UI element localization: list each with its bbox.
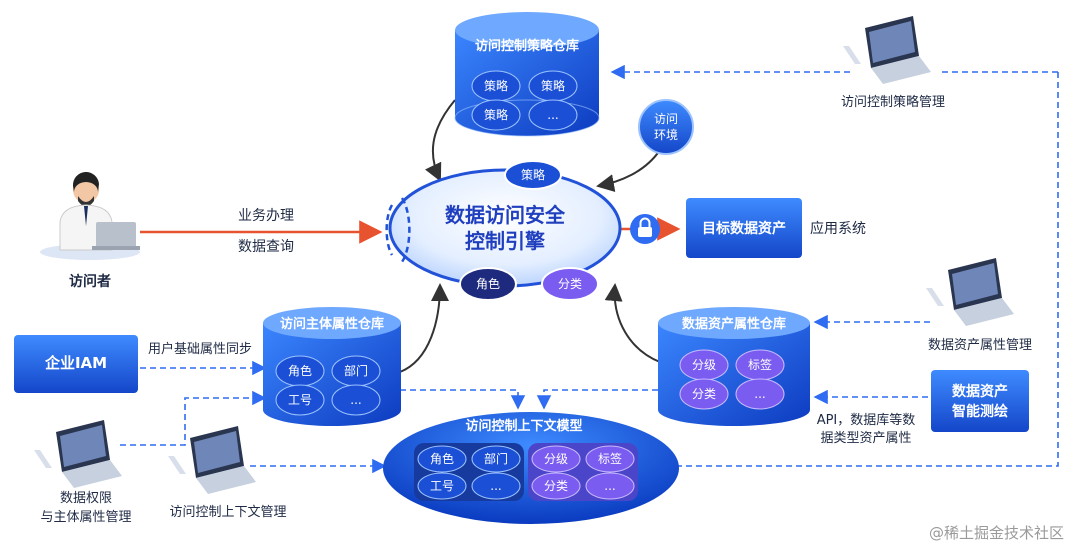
asset-item: 标签 <box>748 357 772 372</box>
arrow-asset-engine <box>604 283 661 363</box>
svg-text:分类: 分类 <box>558 277 582 291</box>
survey-box: 数据资产 智能测绘 <box>931 370 1029 432</box>
subject-repository: 访问主体属性仓库 角色 部门 工号 ... <box>263 307 401 426</box>
svg-text:访问: 访问 <box>654 112 678 126</box>
asset-repository: 数据资产属性仓库 分级 标签 分类 ... <box>658 307 810 426</box>
context-left-item: 角色 <box>430 452 454 466</box>
policy-repository: 访问控制策略仓库 策略 策略 策略 ... <box>454 12 600 137</box>
engine-tag-role: 角色 <box>459 267 517 301</box>
context-right-item: ... <box>604 479 615 493</box>
svg-text:企业IAM: 企业IAM <box>44 354 107 372</box>
target-app-label: 应用系统 <box>810 220 866 237</box>
link-perm <box>120 390 267 446</box>
iam-box: 企业IAM <box>14 335 138 393</box>
access-env: 访问 环境 <box>638 99 694 155</box>
context-left-item: 部门 <box>484 451 508 466</box>
security-engine: 数据访问安全 控制引擎 <box>385 168 660 288</box>
arrow-env-engine <box>596 149 661 192</box>
context-right-item: 标签 <box>598 451 622 466</box>
target-asset-box: 目标数据资产 <box>686 198 802 258</box>
svg-text:智能测绘: 智能测绘 <box>951 403 1008 420</box>
asset-item: ... <box>754 387 765 401</box>
link-subject-model <box>400 389 526 410</box>
engine-title-line1: 数据访问安全 <box>445 203 566 227</box>
laptop-icon <box>34 420 122 488</box>
arrow-subject-engine <box>399 283 449 373</box>
arrow-policy-engine <box>424 99 456 182</box>
iam-sync-label: 用户基础属性同步 <box>148 341 252 357</box>
survey-note-2: 据类型资产属性 <box>820 431 911 446</box>
visitor-label: 访问者 <box>69 273 111 290</box>
context-model-title: 访问控制上下文模型 <box>465 418 582 434</box>
policy-item: 策略 <box>484 107 508 122</box>
engine-tag-classify: 分类 <box>541 267 599 301</box>
context-right-item: 分类 <box>544 479 568 493</box>
subject-repository-title: 访问主体属性仓库 <box>280 316 384 332</box>
svg-text:策略: 策略 <box>521 167 545 182</box>
svg-text:数据资产: 数据资产 <box>952 383 1008 400</box>
policy-repository-title: 访问控制策略仓库 <box>475 38 579 54</box>
engine-title-line2: 控制引擎 <box>465 229 545 253</box>
svg-text:目标数据资产: 目标数据资产 <box>702 220 786 237</box>
context-left-item: ... <box>490 479 501 493</box>
console-context-mgmt-label: 访问控制上下文管理 <box>169 505 286 520</box>
survey-note-1: API，数据库等数 <box>817 412 916 428</box>
visitor-icon <box>40 171 140 260</box>
context-right-item: 分级 <box>544 452 568 466</box>
watermark: @稀土掘金技术社区 <box>928 524 1064 542</box>
lock-icon <box>630 214 660 244</box>
subject-item: 部门 <box>344 363 368 378</box>
console-perm-label-1: 数据权限 <box>60 490 112 506</box>
policy-item: 策略 <box>541 78 565 93</box>
laptop-icon <box>843 16 931 84</box>
context-model: 访问控制上下文模型 角色 部门 工号 ... 分级 标签 分类 ... <box>383 412 679 524</box>
console-perm-label-2: 与主体属性管理 <box>40 510 131 525</box>
context-left-item: 工号 <box>430 479 454 493</box>
engine-tag-policy: 策略 <box>504 160 562 190</box>
console-asset-mgmt-label: 数据资产属性管理 <box>928 338 1032 353</box>
subject-item: ... <box>350 393 361 407</box>
asset-item: 分类 <box>692 387 716 401</box>
laptop-icon <box>168 426 256 494</box>
asset-item: 分级 <box>692 358 716 372</box>
asset-repository-title: 数据资产属性仓库 <box>682 316 786 332</box>
laptop-icon <box>926 258 1014 326</box>
policy-item: 策略 <box>484 78 508 93</box>
policy-item: ... <box>547 108 558 122</box>
svg-text:角色: 角色 <box>476 277 500 291</box>
visitor-action-1: 业务办理 <box>238 208 294 224</box>
subject-item: 工号 <box>288 393 312 407</box>
link-asset-model <box>536 389 658 410</box>
bus-right <box>660 72 1059 467</box>
svg-text:环境: 环境 <box>654 127 678 142</box>
console-policy-mgmt-label: 访问控制策略管理 <box>841 94 945 110</box>
subject-item: 角色 <box>288 364 312 378</box>
visitor-action-2: 数据查询 <box>238 239 294 255</box>
